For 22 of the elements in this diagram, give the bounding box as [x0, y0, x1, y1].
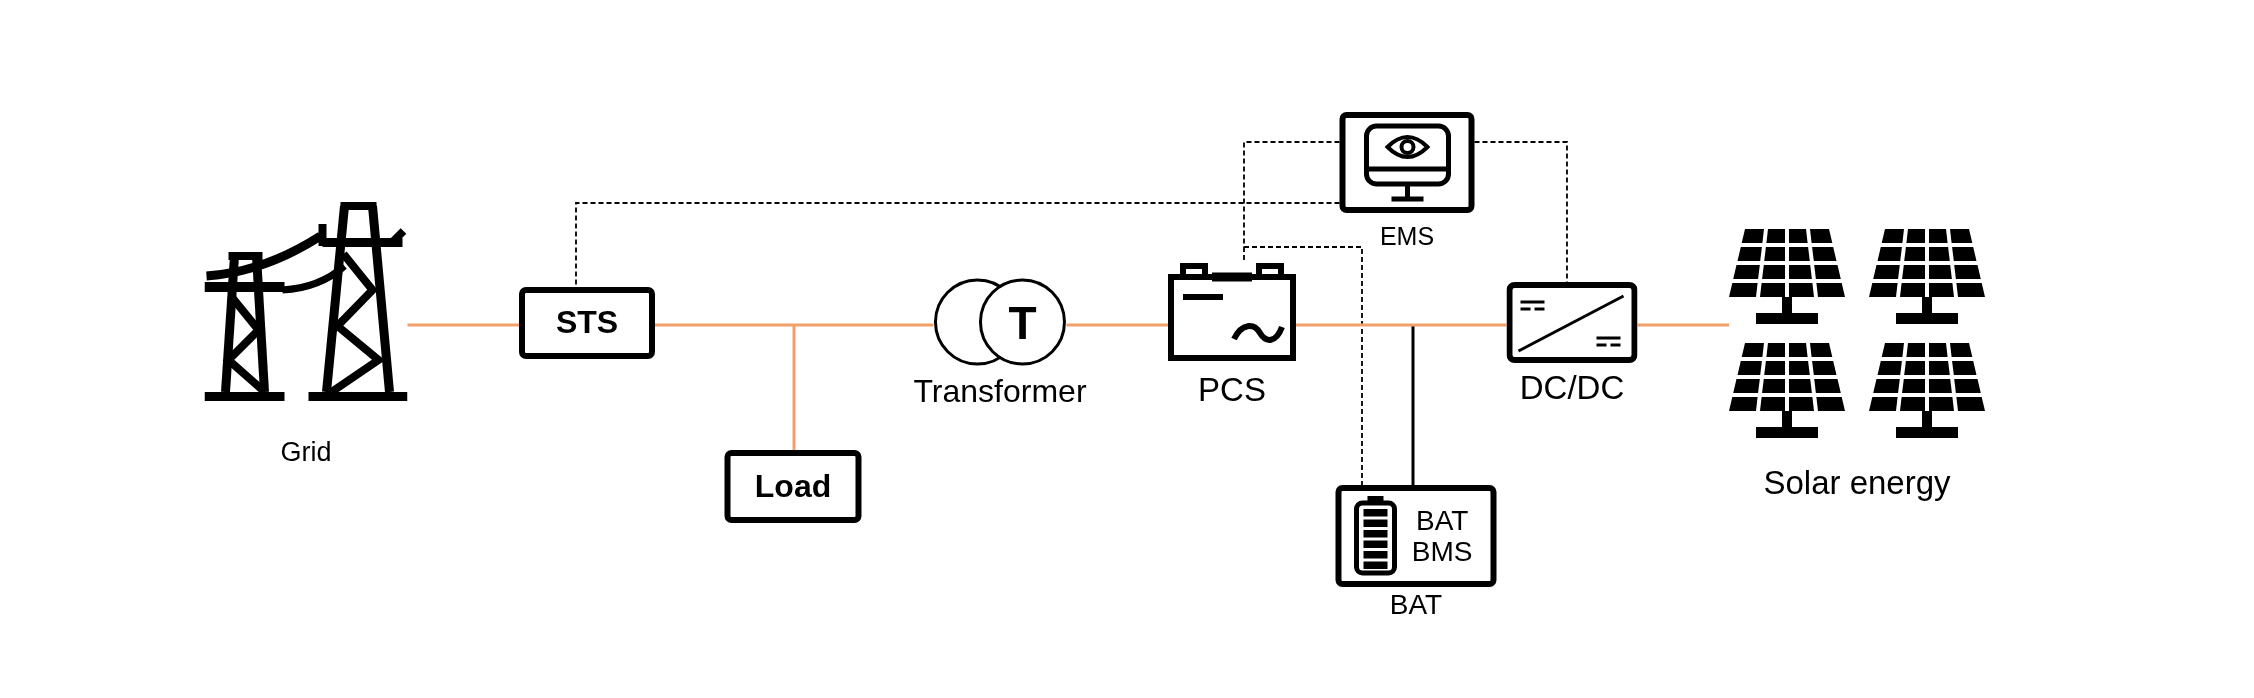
- dashed-line: [575, 202, 1341, 288]
- connector-line: [407, 323, 519, 327]
- connector-line: [655, 323, 794, 327]
- node-label: Grid: [280, 437, 332, 469]
- connector-line: [1411, 325, 1415, 485]
- node-label: Solar energy: [1763, 464, 1951, 502]
- dashed-line: [1243, 246, 1363, 486]
- connector-line: [1637, 323, 1729, 327]
- node-label: BAT: [1389, 589, 1443, 622]
- node-label: Transformer: [913, 373, 1087, 410]
- connector-line: [1413, 323, 1507, 327]
- connector-line: [1296, 323, 1413, 327]
- node-label: PCS: [1198, 371, 1266, 409]
- connector-line: [792, 325, 796, 450]
- connector-line: [1066, 323, 1168, 327]
- connector-line: [794, 323, 934, 327]
- component-box: STS: [519, 287, 655, 359]
- node-label: EMS: [1379, 222, 1435, 251]
- component-box: Load: [724, 450, 862, 523]
- component-text: BAT BMS: [1411, 504, 1473, 568]
- node-label: DC/DC: [1519, 369, 1625, 407]
- symbol-letter: T: [1008, 300, 1037, 346]
